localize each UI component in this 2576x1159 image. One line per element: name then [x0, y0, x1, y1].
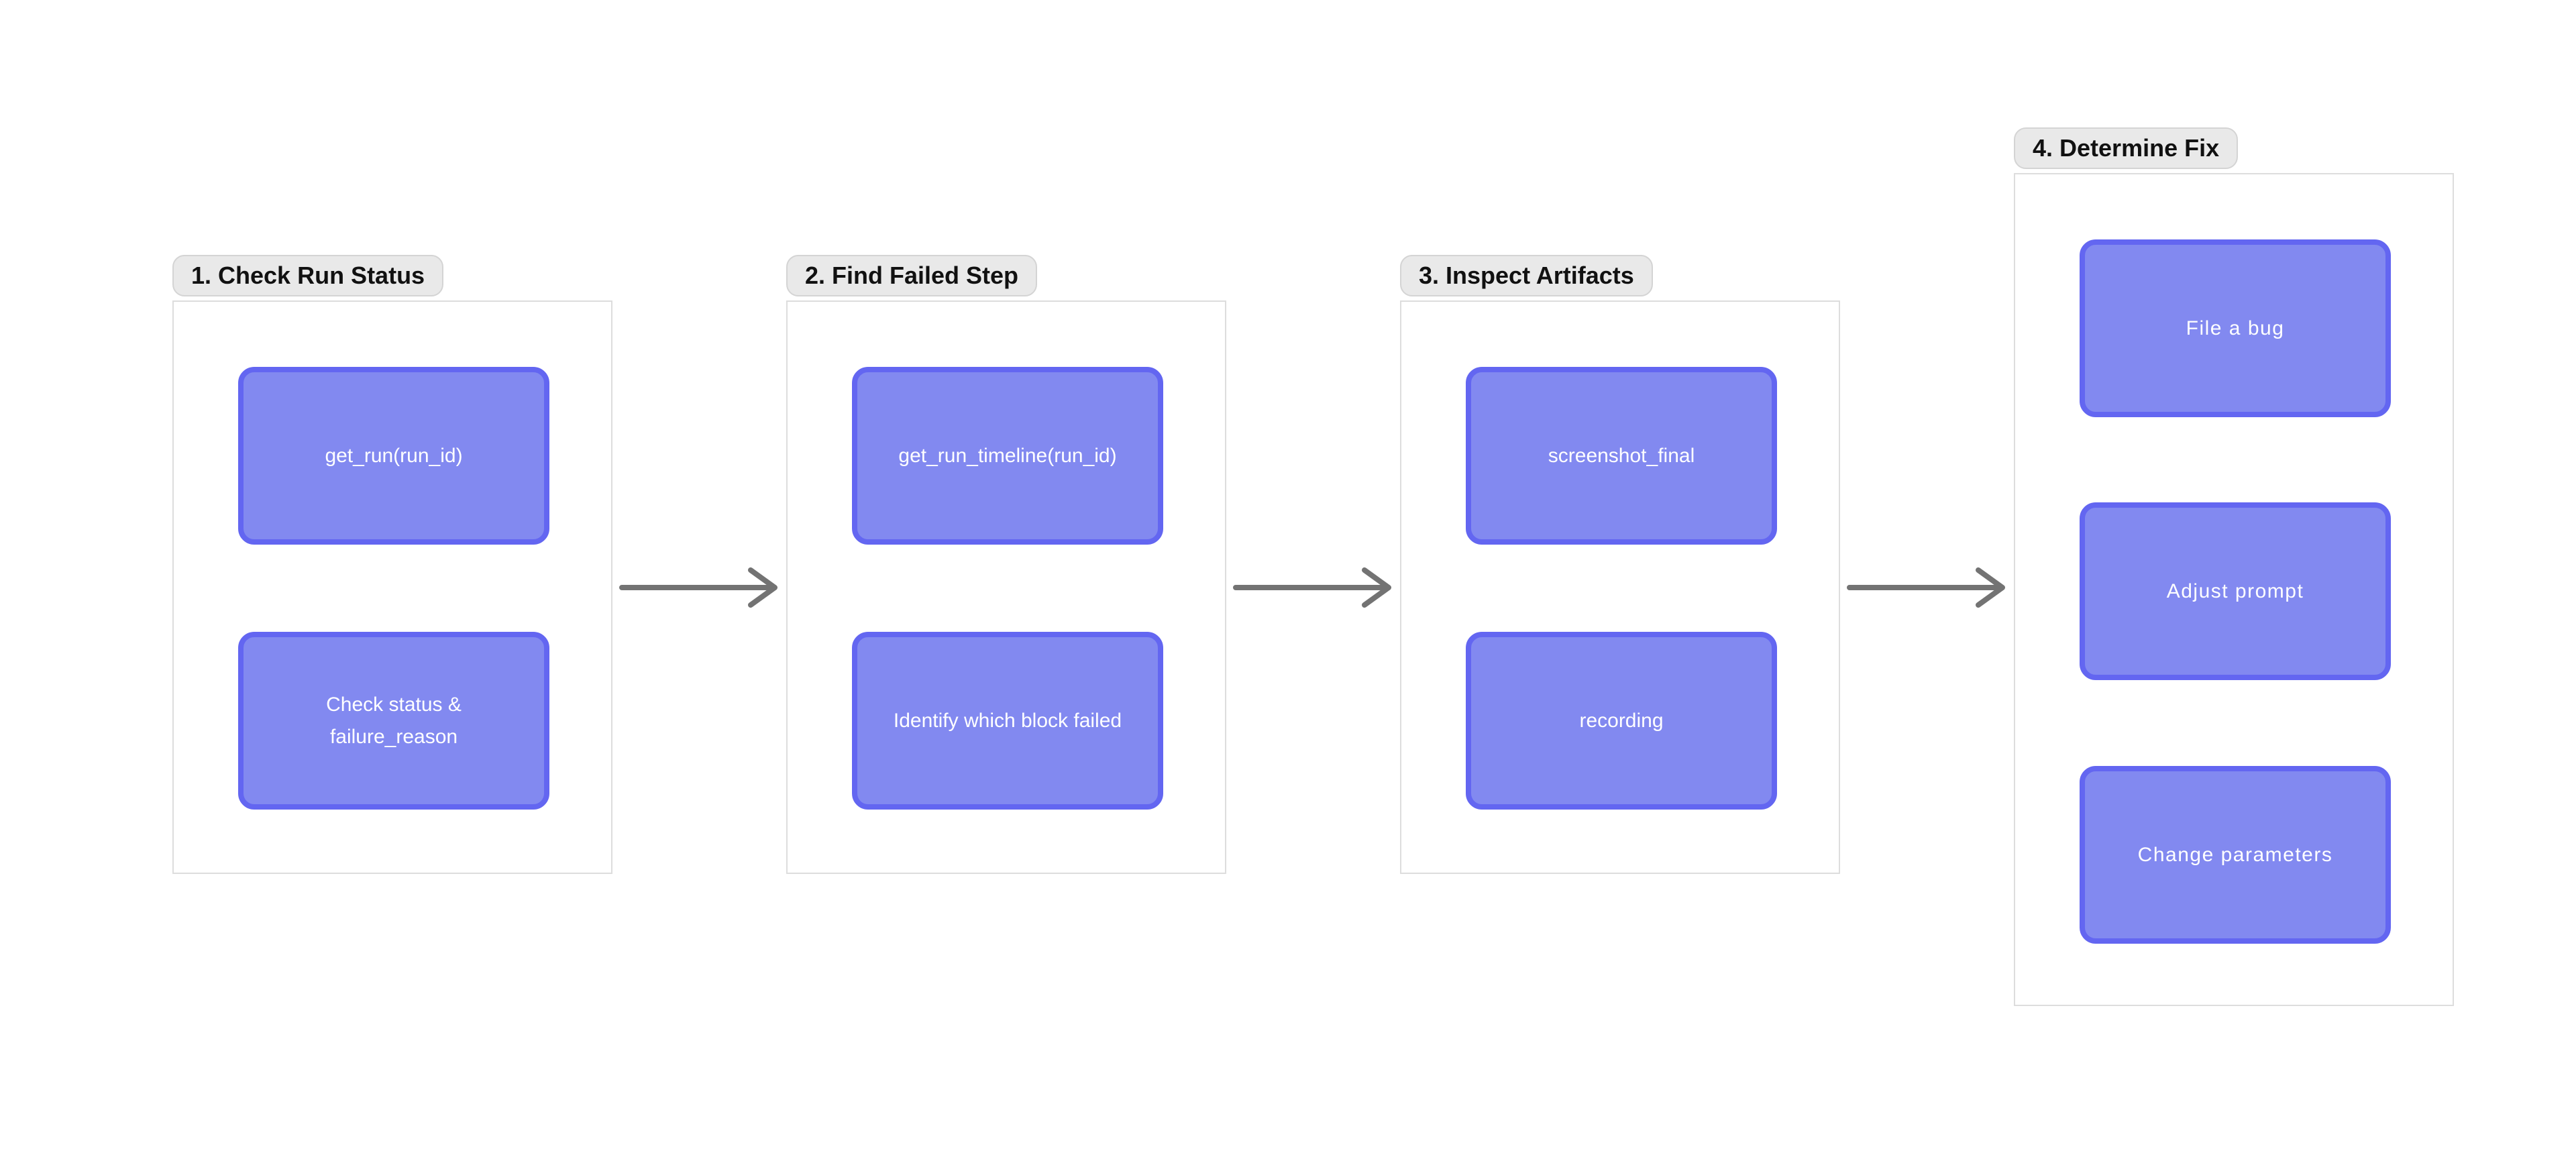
section-label-badge[interactable]: 3. Inspect Artifacts	[1400, 255, 1653, 296]
section-find-failed-step: 2. Find Failed Step get_run_timeline(run…	[786, 255, 1226, 874]
section-determine-fix: 4. Determine Fix File a bug Adjust promp…	[2014, 127, 2454, 1006]
node-check-status-failure-reason[interactable]: Check status & failure_reason	[238, 632, 549, 810]
section-label-badge[interactable]: 2. Find Failed Step	[786, 255, 1038, 296]
node-get-run[interactable]: get_run(run_id)	[238, 367, 549, 545]
node-adjust-prompt[interactable]: Adjust prompt	[2080, 502, 2391, 680]
section-check-run-status: 1. Check Run Status get_run(run_id) Chec…	[172, 255, 612, 874]
flow-arrow-2-to-3	[1233, 567, 1391, 608]
flow-arrow-1-to-2	[619, 567, 777, 608]
flow-arrow-3-to-4	[1847, 567, 2005, 608]
node-recording[interactable]: recording	[1466, 632, 1777, 810]
node-identify-failed-block[interactable]: Identify which block failed	[852, 632, 1163, 810]
node-file-a-bug[interactable]: File a bug	[2080, 239, 2391, 417]
node-change-parameters[interactable]: Change parameters	[2080, 766, 2391, 944]
node-screenshot-final[interactable]: screenshot_final	[1466, 367, 1777, 545]
section-label-badge[interactable]: 4. Determine Fix	[2014, 127, 2239, 169]
section-label-badge[interactable]: 1. Check Run Status	[172, 255, 444, 296]
section-inspect-artifacts: 3. Inspect Artifacts screenshot_final re…	[1400, 255, 1840, 874]
node-get-run-timeline[interactable]: get_run_timeline(run_id)	[852, 367, 1163, 545]
